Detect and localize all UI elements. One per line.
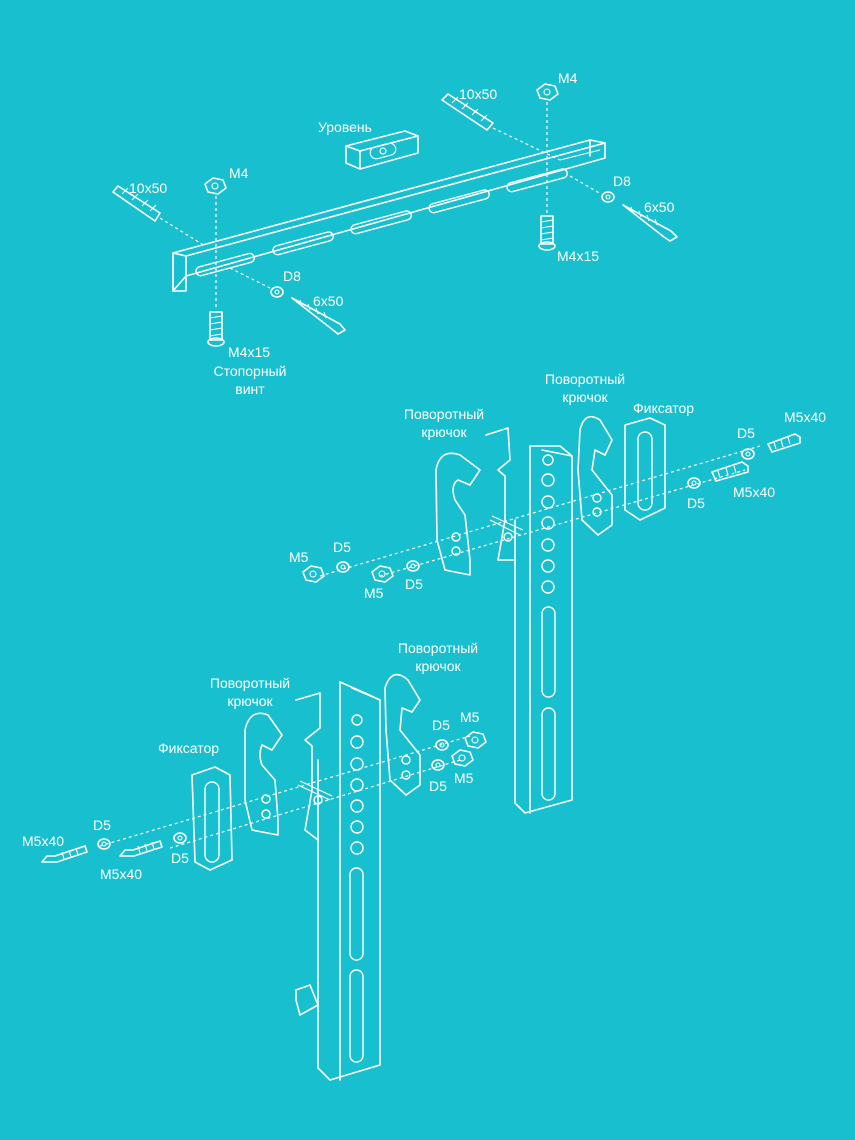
label-ra-m5-nut1: M5 [289,549,309,565]
dowel-right [441,93,561,161]
label-la-d5-top-right: D5 [432,717,450,733]
label-nut-m4-left: M4 [229,165,249,181]
screw-6x50-left [291,297,346,335]
label-set-screw-line2: винт [235,381,265,397]
label-ra-m5-nut2: M5 [364,585,384,601]
wall-rail [172,139,606,292]
label-top-dowel-right: 10x50 [459,86,497,102]
right-arm [485,427,573,814]
label-screw-6x50-right: 6x50 [644,199,675,215]
label-ra-hook-right-line2: крючок [562,389,608,405]
label-washer-d8-left: D8 [283,268,301,284]
label-ra-hook-left-line2: крючок [421,424,467,440]
label-ra-m5x40-top: M5x40 [784,409,826,425]
nut-m4-right [536,83,559,215]
left-arm-fasteners [41,731,487,863]
label-screw-6x50-left: 6x50 [313,293,344,309]
label-ra-d5-washer1: D5 [333,539,351,555]
label-top-dowel-left: 10x50 [129,180,167,196]
right-left-rotary-hook [435,452,481,576]
label-set-screw-line1: Стопорный [214,363,287,379]
label-la-m5-bottom-right: M5 [454,770,474,786]
washer-d8-right [569,175,615,203]
label-la-d5-bottom-right: D5 [429,778,447,794]
bolt-m4x15-right [538,215,556,251]
dowel-left [112,185,206,247]
label-ra-latch: Фиксатор [633,400,694,416]
label-la-d5-left-top: D5 [93,817,111,833]
label-la-hook-right-line2: крючок [415,658,461,674]
label-ra-d5-bottom: D5 [687,495,705,511]
left-arm [295,681,381,1081]
left-left-rotary-hook [244,712,283,836]
label-ra-hook-left-line1: Поворотный [404,406,484,422]
screw-6x50-right [622,204,678,242]
right-arm-fasteners [302,433,801,583]
labels: 10x50 10x50 Уровень M4 M4 D8 6x50 M4x15 … [22,70,826,882]
washer-d8-left [229,267,284,298]
label-bolt-m4x15-right: M4x15 [557,248,599,264]
label-level: Уровень [318,119,372,135]
label-la-hook-left-line2: крючок [227,693,273,709]
label-la-m5x40-left-bottom: M5x40 [100,866,142,882]
nut-m4-left [204,177,227,310]
label-nut-m4-right: M4 [558,70,578,86]
label-la-m5x40-left: M5x40 [22,833,64,849]
label-la-latch: Фиксатор [158,740,219,756]
label-ra-hook-right-line1: Поворотный [545,371,625,387]
label-la-hook-right-line1: Поворотный [398,640,478,656]
label-ra-m5x40-bottom: M5x40 [733,484,775,500]
left-latch [191,766,233,871]
label-washer-d8-right: D8 [613,173,631,189]
bolt-m4x15-left [207,311,225,347]
label-la-d5-left-bottom: D5 [171,850,189,866]
spirit-level [345,130,419,170]
label-bolt-m4x15-left: M4x15 [228,344,270,360]
label-ra-d5-top: D5 [737,425,755,441]
label-la-m5-top-right: M5 [460,709,480,725]
left-right-rotary-hook [384,673,421,796]
right-latch [624,417,666,521]
label-ra-d5-washer2: D5 [405,576,423,592]
label-la-hook-left-line1: Поворотный [210,675,290,691]
